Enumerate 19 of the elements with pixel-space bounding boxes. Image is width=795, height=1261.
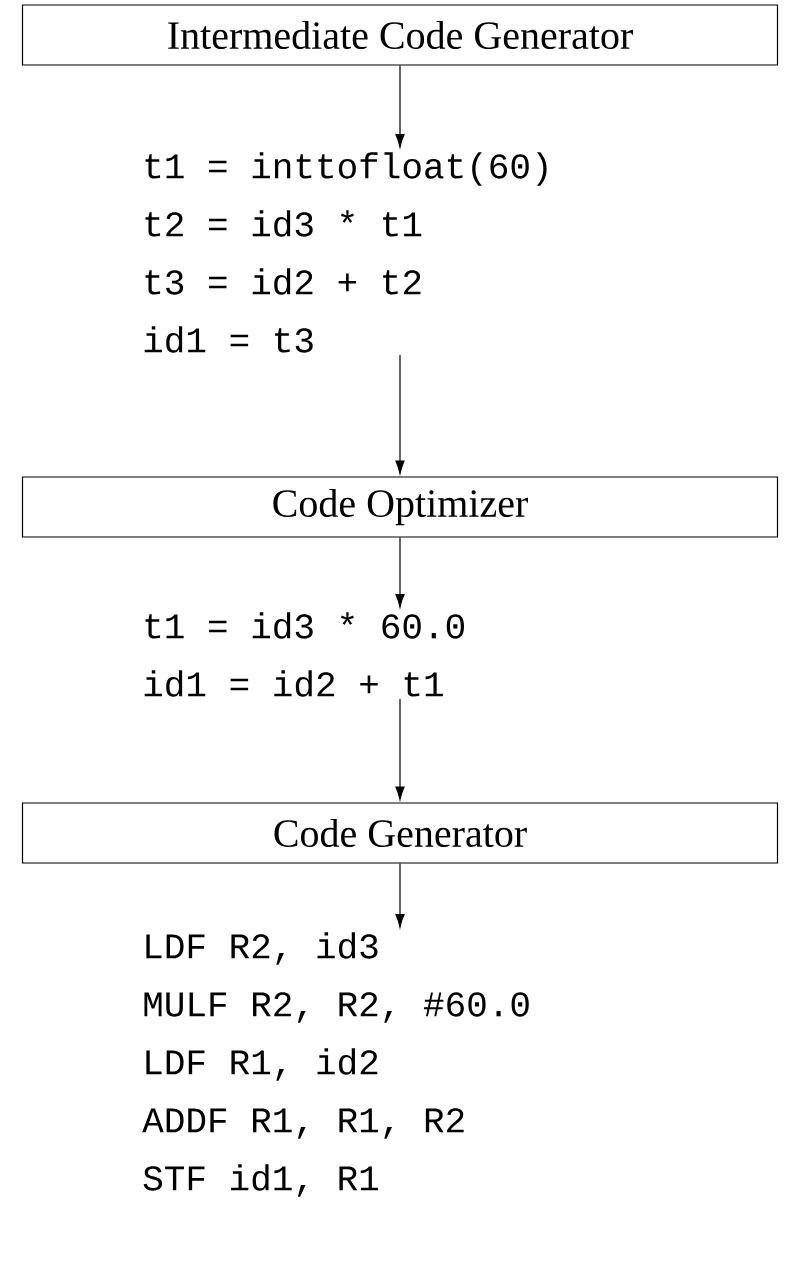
code-line: LDF R1, id2	[146, 1048, 378, 1081]
code-line: id1 = t3	[144, 326, 313, 353]
code-line: t1 = inttofloat(60)	[145, 152, 547, 186]
process-box: Code Optimizer	[21, 476, 779, 538]
process-box: Intermediate Code Generator	[21, 4, 779, 66]
code-line: t1 = id3 * 60.0	[145, 612, 464, 639]
arrow	[395, 65, 405, 148]
process-box: Code Generator	[21, 802, 779, 864]
arrow	[395, 698, 405, 801]
code-line: MULF R2, R2, #60.0	[144, 992, 529, 1023]
arrow	[395, 537, 405, 608]
code-line: STF id1, R1	[143, 1164, 379, 1197]
code-line: t2 = id3 * t1	[145, 210, 422, 237]
code-line: t3 = id2 + t2	[145, 268, 421, 295]
arrow	[395, 863, 405, 928]
code-line: id1 = id2 + t1	[144, 670, 443, 697]
code-line: ADDF R1, R1, R2	[142, 1108, 464, 1139]
arrow	[395, 354, 405, 475]
code-line: LDF R2, id3	[146, 932, 378, 965]
